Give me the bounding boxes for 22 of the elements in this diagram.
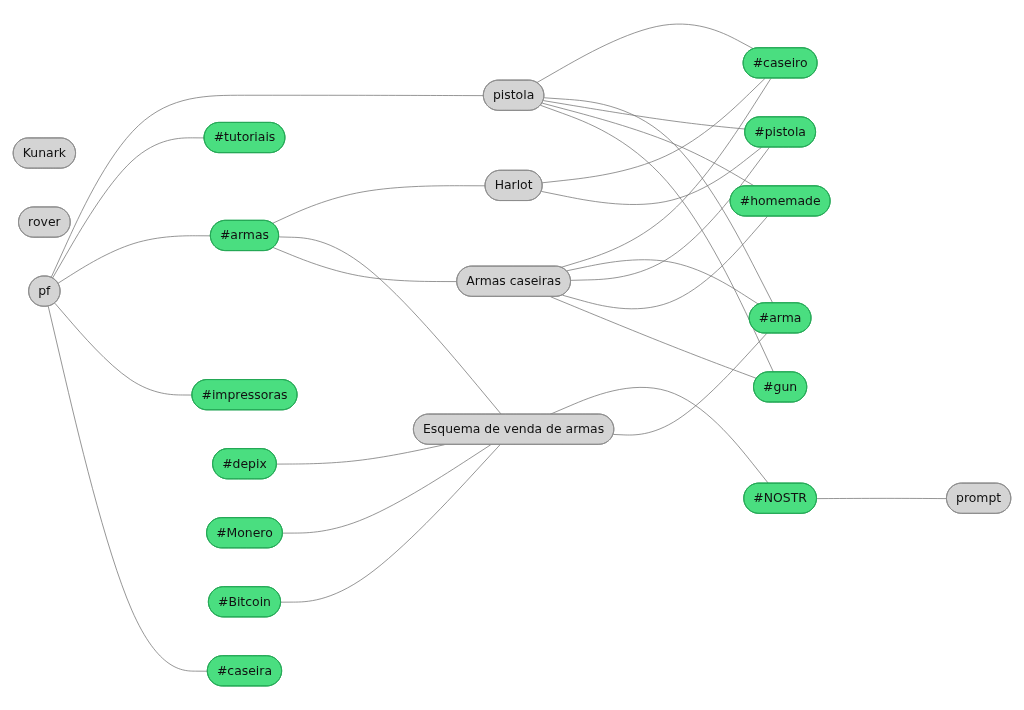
connector (280, 444, 501, 603)
connector (543, 97, 774, 304)
connector (272, 185, 486, 224)
connector (278, 236, 502, 415)
connector (52, 137, 205, 279)
connector (560, 78, 772, 268)
connector (54, 302, 193, 396)
connector (282, 444, 492, 534)
connector (541, 147, 762, 205)
connector (47, 305, 209, 672)
connector (57, 235, 212, 284)
connector (50, 94, 485, 278)
connector (550, 296, 758, 379)
connector (562, 216, 768, 310)
connector (272, 247, 458, 282)
connector (541, 78, 766, 184)
connector (540, 105, 774, 373)
connector (612, 333, 768, 436)
connector (570, 147, 770, 281)
connector (816, 497, 948, 499)
connector (543, 100, 746, 130)
connector (566, 259, 760, 305)
